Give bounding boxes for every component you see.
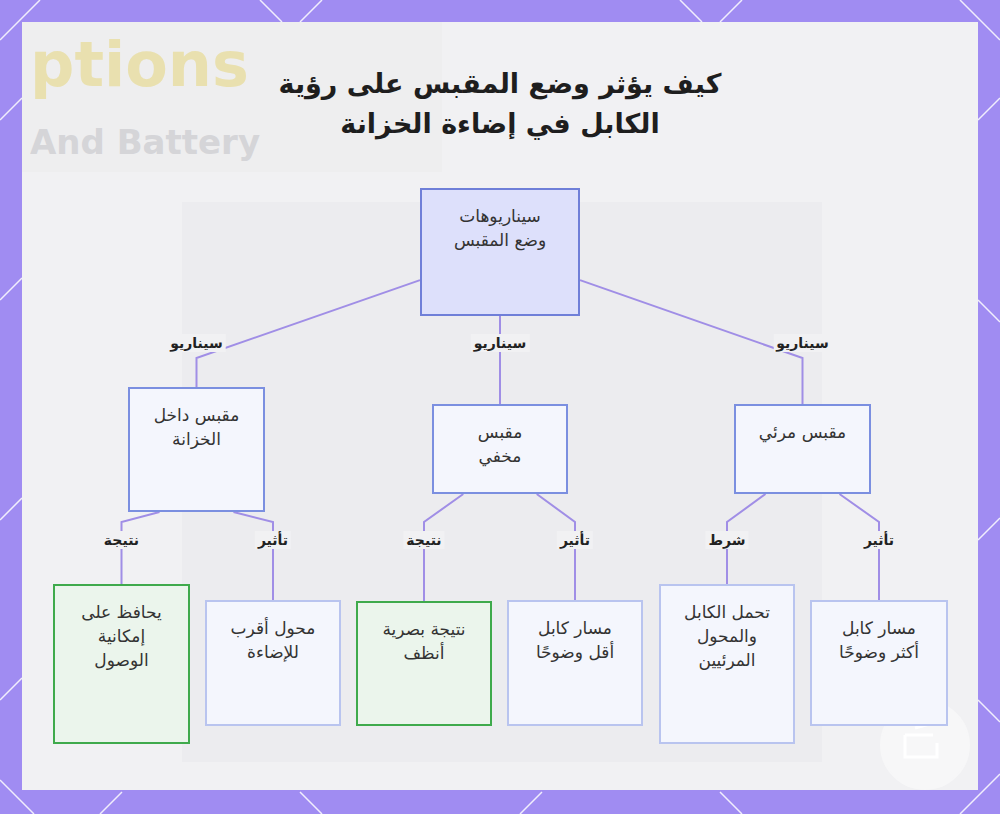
edge-label: سيناريو [773, 334, 832, 352]
node-text: مقبس داخل الخزانة [150, 403, 243, 451]
outcome-box: يحافظ على إمكانية الوصول [53, 584, 190, 744]
process-box: مقبس مخفي [432, 404, 568, 494]
edge-label: سيناريو [167, 334, 226, 352]
connector [197, 280, 421, 387]
edge-label: تأثير [255, 531, 291, 549]
diagram-title: كيف يؤثر وضع المقبس على رؤية الكابل في إ… [265, 64, 735, 144]
process-box: مقبس مرئي [734, 404, 871, 494]
process-box: مقبس داخل الخزانة [128, 387, 265, 512]
process-box: مسار كابل أكثر وضوحًا [810, 600, 948, 726]
background-text: ptions [30, 28, 249, 101]
process-box: محول أقرب للإضاءة [205, 600, 341, 726]
connector [500, 316, 501, 404]
outcome-box: نتيجة بصرية أنظف [356, 601, 492, 726]
connector [233, 512, 273, 600]
edge-label: سيناريو [471, 334, 530, 352]
process-box: مسار كابل أقل وضوحًا [507, 600, 643, 726]
logo-icon [905, 722, 937, 757]
node-text: سيناريوهات وضع المقبس [452, 204, 548, 252]
edge-label: شرط [705, 531, 748, 549]
root-box: سيناريوهات وضع المقبس [420, 188, 580, 316]
node-text: يحافظ على إمكانية الوصول [73, 600, 170, 672]
edge-label: تأثير [557, 531, 593, 549]
node-text: مقبس مرئي [759, 420, 846, 444]
node-text: مقبس مخفي [454, 420, 546, 468]
node-text: مسار كابل أقل وضوحًا [527, 616, 623, 664]
background-text: And Battery [30, 122, 260, 162]
edge-label: نتيجة [101, 531, 142, 549]
node-text: نتيجة بصرية أنظف [376, 617, 472, 665]
edge-label: تأثير [861, 531, 897, 549]
connector [580, 280, 803, 404]
process-box: تحمل الكابل والمحول المرئيين [659, 584, 795, 744]
node-text: تحمل الكابل والمحول المرئيين [679, 600, 775, 672]
node-text: محول أقرب للإضاءة [225, 616, 321, 664]
node-text: مسار كابل أكثر وضوحًا [830, 616, 928, 664]
edge-label: نتيجة [403, 531, 444, 549]
